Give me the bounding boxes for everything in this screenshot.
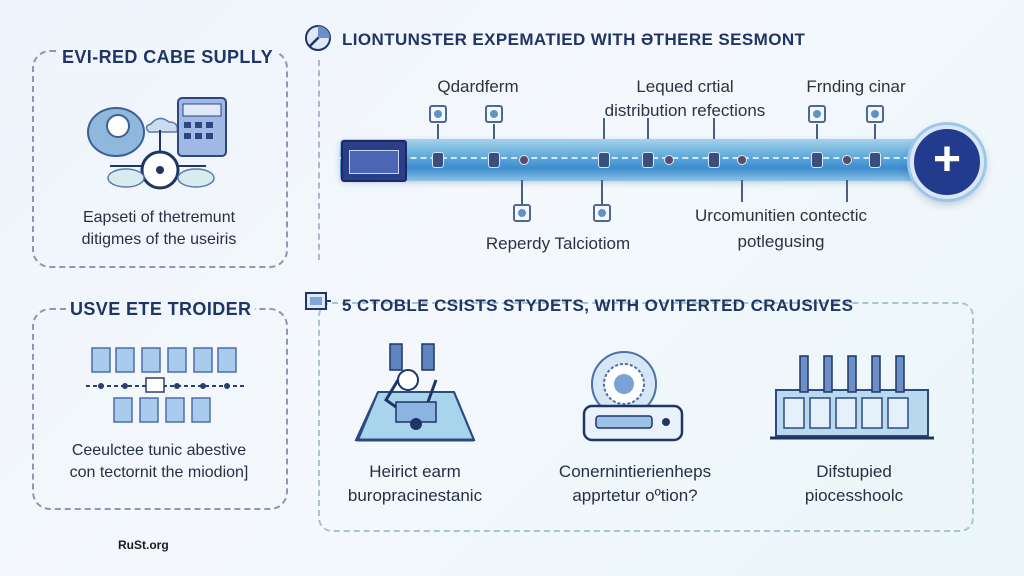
add-stage-button[interactable]: + — [910, 125, 984, 199]
connector — [713, 118, 715, 140]
stage-label-4: Reperdy Talciotiom — [485, 234, 631, 253]
connector — [741, 180, 743, 202]
connector — [437, 124, 439, 140]
bottom-section-panel — [318, 302, 974, 532]
stage-marker-icon — [485, 105, 503, 123]
server-rack-icon — [770, 355, 934, 440]
connector — [521, 180, 523, 204]
pipeline-dot — [664, 155, 674, 165]
stage-label-5: Urcomunitien contectic potlegusing — [695, 206, 867, 251]
pipeline-node — [432, 152, 444, 168]
pipeline-node — [598, 152, 610, 168]
connector — [601, 180, 603, 204]
left-bottom-title: USVE ETE TROIDER — [66, 299, 256, 320]
connector — [493, 124, 495, 140]
connector — [816, 124, 818, 140]
gauge-icon — [305, 25, 331, 51]
stage-marker-icon — [513, 204, 531, 222]
bottom-item-2-label: Conernintierienheps apprtetur oºtion? — [558, 462, 712, 505]
grid-network-icon — [86, 347, 244, 423]
stage-label-2: Lequed crtial distribution refections — [604, 77, 766, 120]
left-top-title: EVI-RED CABE SUPLLY — [58, 47, 277, 68]
pipeline-node — [642, 152, 654, 168]
server-cloud-network-icon — [87, 97, 227, 190]
connector — [846, 180, 848, 202]
pipeline-dot — [519, 155, 529, 165]
left-bottom-description: Ceeulctee tunic abestive con tectornit t… — [69, 442, 249, 481]
footer-source: RuSt.org — [118, 538, 169, 552]
connector — [647, 118, 649, 140]
bottom-item-1-label: Heirict earm buropracinestanic — [347, 462, 483, 505]
bottom-section-title: 5 CTOBLE CSISTS STYDETS, WITH OVITERTED … — [342, 296, 854, 315]
pipeline-node — [488, 152, 500, 168]
pipeline-node — [811, 152, 823, 168]
robot-arm-icon — [354, 343, 476, 442]
stage-marker-icon — [808, 105, 826, 123]
stage-label-1: Qdardferm — [437, 77, 519, 96]
section-divider — [318, 60, 320, 260]
pipeline-start-block — [341, 140, 407, 182]
pipeline-node — [708, 152, 720, 168]
stage-marker-icon — [429, 105, 447, 123]
stage-marker-icon — [866, 105, 884, 123]
gear-box-icon — [305, 292, 331, 310]
connector — [603, 118, 605, 140]
pipeline-node — [869, 152, 881, 168]
bottom-item-3-label: Difstupied piocesshoolc — [804, 462, 904, 505]
top-section-title: LIONTUNSTER EXPEMATIED WITH ƏTHERE SESMO… — [342, 30, 806, 49]
left-top-description: Eapseti of thetremunt ditigmes of the us… — [81, 209, 237, 248]
stage-label-3: Frnding cinar — [806, 77, 906, 96]
pipeline-dot — [737, 155, 747, 165]
stage-marker-icon — [593, 204, 611, 222]
connector — [874, 124, 876, 140]
pipeline-dot — [842, 155, 852, 165]
router-device-icon — [582, 351, 684, 442]
